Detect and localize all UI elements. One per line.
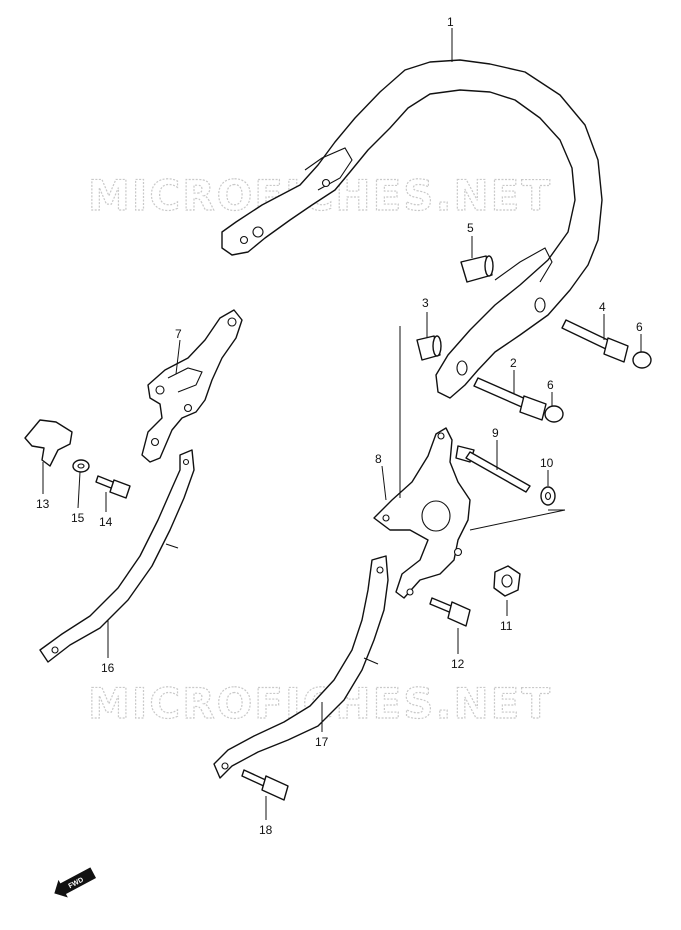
callout-11: 11 — [500, 619, 513, 633]
part-18-bolt — [241, 769, 289, 801]
callout-14: 14 — [99, 515, 113, 529]
callout-6-lower: 6 — [547, 378, 554, 392]
part-9-bolt — [455, 445, 531, 493]
part-2-bolt — [473, 377, 547, 421]
part-16-bracket — [39, 449, 195, 663]
callout-9: 9 — [492, 426, 499, 440]
part-6-cap-upper — [632, 351, 652, 369]
part-13-clip — [24, 419, 73, 467]
callout-7: 7 — [175, 327, 182, 341]
part-10-washer — [540, 486, 556, 506]
part-17-bracket — [213, 555, 389, 779]
callout-10: 10 — [540, 456, 554, 470]
callout-labels: 1 2 3 4 5 6 6 7 8 9 10 11 12 13 14 15 16… — [36, 15, 643, 837]
callout-18: 18 — [259, 823, 273, 837]
reference-lines — [399, 326, 566, 531]
callout-5: 5 — [467, 221, 474, 235]
part-8-bracket — [373, 427, 471, 599]
leader-lines — [42, 28, 642, 820]
callout-12: 12 — [451, 657, 465, 671]
part-12-bolt — [429, 597, 471, 627]
callout-17: 17 — [315, 735, 329, 749]
part-5-collar — [460, 255, 494, 283]
part-7-bracket — [141, 309, 243, 463]
part-1-grab-rail — [221, 59, 603, 399]
part-3-collar — [416, 335, 442, 361]
callout-3: 3 — [422, 296, 429, 310]
callout-6-upper: 6 — [636, 320, 643, 334]
callout-4: 4 — [599, 300, 606, 314]
part-15-washer — [72, 459, 90, 473]
callout-1: 1 — [447, 15, 454, 29]
callout-13: 13 — [36, 497, 50, 511]
callout-16: 16 — [101, 661, 115, 675]
callout-2: 2 — [510, 356, 517, 370]
callout-15: 15 — [71, 511, 85, 525]
part-14-bolt — [95, 475, 131, 499]
callout-8: 8 — [375, 452, 382, 466]
part-6-cap-lower — [544, 405, 564, 423]
fwd-arrow-icon: FWD — [54, 867, 97, 898]
part-11-nut — [493, 565, 521, 597]
part-4-bolt — [561, 319, 629, 363]
